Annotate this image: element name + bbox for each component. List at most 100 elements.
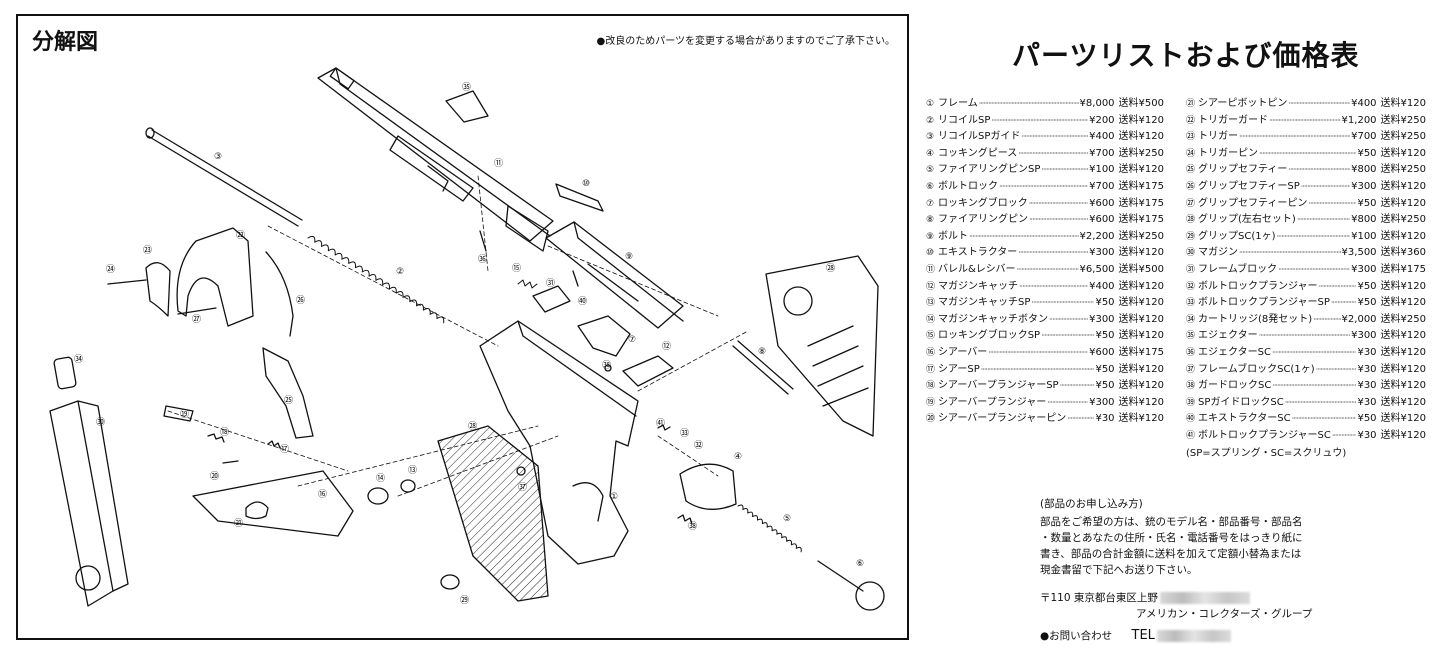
part-name: シアーバープランジャーSP xyxy=(938,380,1059,392)
dot-leader xyxy=(1041,162,1088,179)
part-number: ⑪ xyxy=(926,264,936,275)
order-address-text: 〒110 東京都台東区上野 xyxy=(1040,592,1158,604)
part-name: グリップ(左右セット) xyxy=(1198,214,1296,226)
dot-leader xyxy=(1041,328,1094,345)
part-shipping: 送料¥175 xyxy=(1118,346,1164,358)
part-shipping: 送料¥120 xyxy=(1118,380,1164,392)
dot-leader xyxy=(991,113,1088,130)
part-label: ⑨ xyxy=(625,252,633,262)
part-shipping: 送料¥360 xyxy=(1380,247,1426,259)
part-number: ㉗ xyxy=(1186,198,1196,209)
order-contact: ●お問い合わせ TEL xyxy=(1040,628,1400,644)
part-shipping: 送料¥120 xyxy=(1380,396,1426,408)
part-price: ¥300 xyxy=(1351,180,1377,192)
part-label: ⑩ xyxy=(582,179,590,189)
part-number: ② xyxy=(926,115,935,126)
part-label: ㊳ xyxy=(688,521,697,532)
part-shipping: 送料¥250 xyxy=(1380,114,1426,126)
parts-list-column-1: ①フレーム¥8,000送料¥500②リコイルSP¥200送料¥120③リコイルS… xyxy=(926,96,1164,428)
dot-leader xyxy=(1288,96,1350,113)
part-label: ㊲ xyxy=(518,482,527,493)
order-address: 〒110 東京都台東区上野 xyxy=(1040,590,1400,606)
part-number-labels: ① ② ③ ④ ⑤ ⑥ ⑦ ⑧ ⑨ ⑩ ⑪ ⑫ ⑬ ⑭ ⑮ ⑯ ⑰ ⑱ ⑲ ⑳ … xyxy=(74,82,864,606)
part-name: エジェクター xyxy=(1198,330,1258,342)
part-number: ㉚ xyxy=(1186,248,1196,259)
dot-leader xyxy=(979,96,1079,113)
magazine-catch-spring-part xyxy=(400,479,416,493)
part-label: ㉙ xyxy=(460,595,469,606)
part-name: シアーSP xyxy=(938,363,980,375)
part-name: SPガイドロックSC xyxy=(1198,396,1284,408)
part-shipping: 送料¥120 xyxy=(1380,297,1426,309)
dot-leader xyxy=(1239,129,1350,146)
dot-leader xyxy=(1316,362,1357,379)
part-name: カートリッジ(8発セット) xyxy=(1198,313,1313,325)
part-label: ⑧ xyxy=(758,347,766,357)
part-number: ㊲ xyxy=(1186,364,1196,375)
part-shipping: 送料¥175 xyxy=(1380,263,1426,275)
part-number: ㉓ xyxy=(1186,132,1196,143)
part-number: ㊱ xyxy=(1186,347,1196,358)
part-name: シアーバー xyxy=(938,346,988,358)
part-shipping: 送料¥120 xyxy=(1380,413,1426,425)
part-number: ㉒ xyxy=(1186,115,1196,126)
part-label: ㉘ xyxy=(826,263,835,274)
part-number: ㉘ xyxy=(1186,215,1196,226)
part-price: ¥600 xyxy=(1089,197,1115,209)
part-price: ¥50 xyxy=(1357,147,1377,159)
cartridge-part xyxy=(53,356,77,390)
recoil-spring-part xyxy=(307,235,445,324)
part-number: ③ xyxy=(926,132,935,143)
part-name: ファイアリングピン xyxy=(938,214,1028,226)
part-number: ⑫ xyxy=(926,281,936,292)
part-number: ㉑ xyxy=(1186,99,1196,109)
part-number: ⑬ xyxy=(926,298,936,309)
redacted-address xyxy=(1159,592,1250,604)
part-number: ㉝ xyxy=(1186,298,1196,309)
part-price: ¥50 xyxy=(1095,297,1115,309)
dot-leader xyxy=(1029,196,1088,213)
part-price: ¥6,500 xyxy=(1079,263,1115,275)
part-shipping: 送料¥500 xyxy=(1118,98,1164,109)
part-label: ㉖ xyxy=(296,295,305,306)
part-name: グリップセフティーピン xyxy=(1198,197,1308,209)
part-label: ㉔ xyxy=(106,264,115,275)
part-label: ⑱ xyxy=(220,427,229,438)
frame-block-part xyxy=(532,285,571,313)
part-shipping: 送料¥120 xyxy=(1380,147,1426,159)
part-name: ファイアリングピンSP xyxy=(938,164,1041,176)
part-price: ¥700 xyxy=(1089,180,1115,192)
part-price: ¥300 xyxy=(1089,396,1115,408)
part-name: ボルトロックプランジャーSP xyxy=(1198,297,1330,309)
order-text-line: 部品をご希望の方は、銃のモデル名・部品番号・部品名 xyxy=(1040,516,1303,528)
dot-leader xyxy=(1259,146,1356,163)
part-name: グリップセフティーSP xyxy=(1198,180,1300,192)
part-label: ㉞ xyxy=(74,354,83,365)
part-price: ¥2,200 xyxy=(1079,230,1115,242)
part-shipping: 送料¥120 xyxy=(1118,164,1164,176)
part-label: ② xyxy=(396,267,404,277)
part-number: ㊳ xyxy=(1186,381,1196,392)
part-name: マガジンキャッチ xyxy=(938,280,1018,292)
dot-leader xyxy=(1277,229,1351,246)
part-name: コッキングピース xyxy=(938,147,1018,159)
part-shipping: 送料¥120 xyxy=(1118,114,1164,126)
part-shipping: 送料¥120 xyxy=(1118,247,1164,259)
part-number: ㉔ xyxy=(1186,148,1196,159)
part-number: ⑲ xyxy=(926,397,936,408)
